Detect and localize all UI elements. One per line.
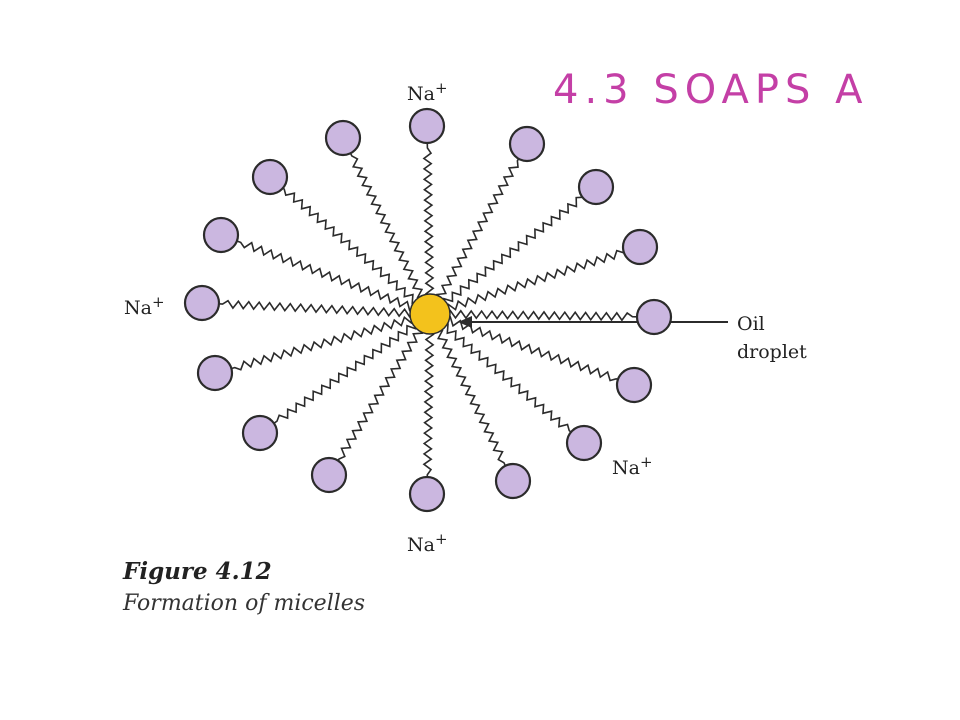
hydrocarbon-tail [437,196,583,309]
hydrocarbon-tail [439,249,625,314]
oil-label-line2: droplet [737,341,807,363]
hydrocarbon-tails [218,142,638,477]
ionic-head [251,158,289,196]
hydrocarbon-tail [282,187,424,308]
figure-caption: Formation of micelles [123,591,366,616]
hydrocarbon-tail [439,309,638,322]
ion-label-left: Na+ [124,293,165,319]
hydrocarbon-tail [422,142,435,305]
ion-label-right: Na+ [612,453,653,479]
ionic-head [635,298,673,336]
ionic-head [183,284,221,322]
hydrocarbon-tail [436,320,572,433]
ionic-head [324,119,362,157]
hydrocarbon-tail [349,152,428,306]
ionic-head [408,107,446,145]
ionic-head [508,125,546,163]
ionic-head [577,168,615,206]
hydrocarbon-tail [422,323,435,477]
oil-droplet [409,293,451,335]
hydrocarbon-tail [438,316,619,382]
hydrocarbon-tail [273,318,422,424]
hydrocarbon-tail [218,299,421,318]
ionic-head [615,366,653,404]
hydrocarbon-tail [432,322,507,467]
ion-label-bottom: Na+ [407,530,448,556]
ionic-head [621,228,659,266]
ionic-head [494,462,532,500]
ion-label-top: Na+ [407,79,448,105]
ionic-head [408,475,446,513]
ionic-head [241,414,279,452]
hydrocarbon-tail [236,240,422,312]
ionic-head [565,424,603,462]
hydrocarbon-tail [434,158,520,307]
oil-label-line1: Oil [737,313,765,335]
hydrocarbon-tail [231,313,421,371]
hydrocarbon-tail [337,321,426,462]
ionic-head [196,354,234,392]
figure-number: Figure 4.12 [123,558,272,585]
oil-droplet-pointer [458,316,728,328]
ionic-heads [183,107,673,513]
ionic-head [310,456,348,494]
pointer-arrowhead [458,316,472,328]
ionic-head [202,216,240,254]
